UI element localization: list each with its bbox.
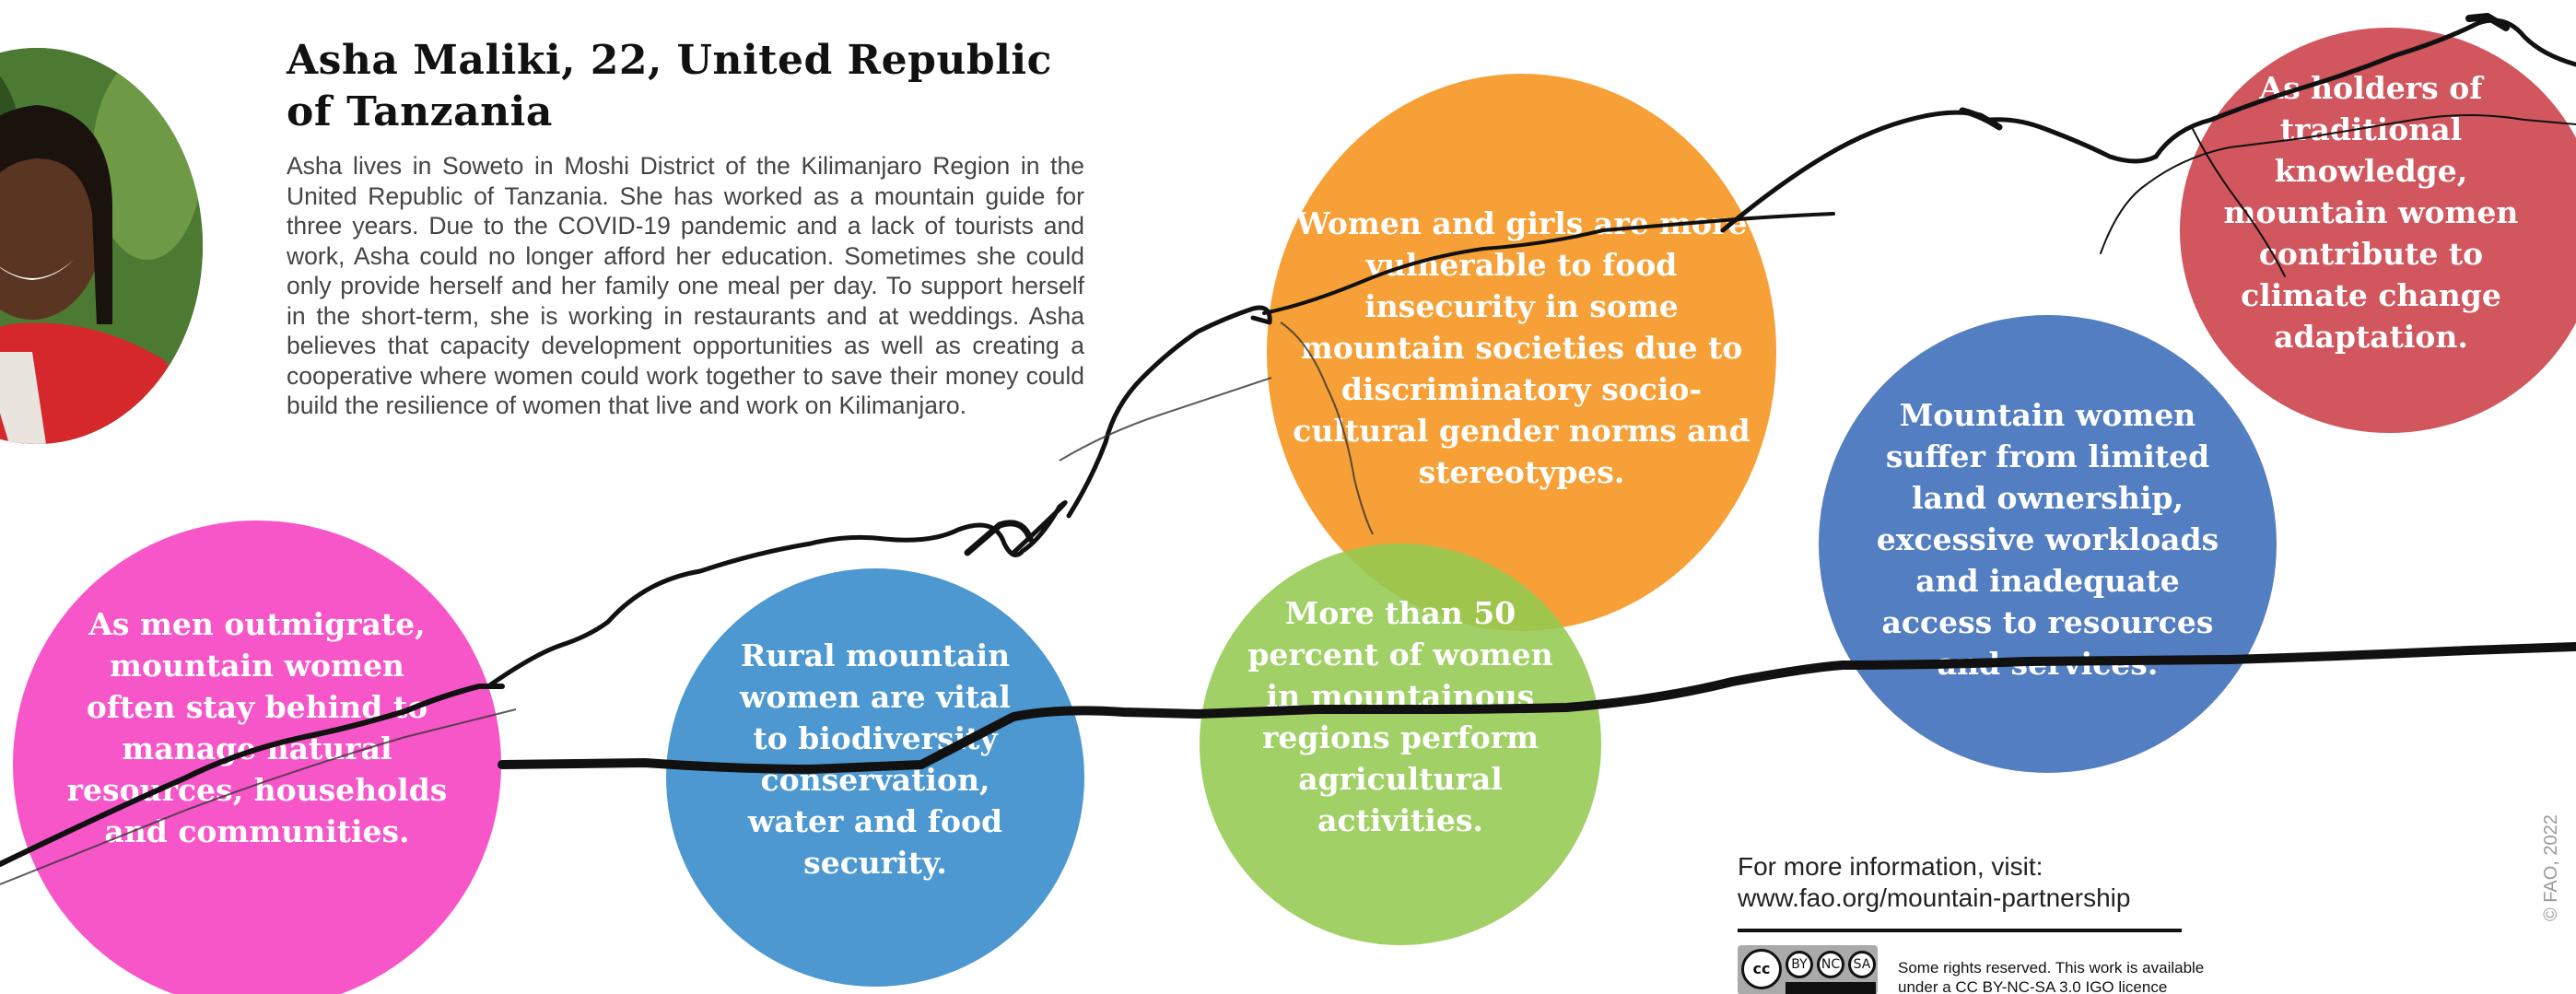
more-info-url[interactable]: www.fao.org/mountain-partnership bbox=[1738, 883, 2131, 912]
portrait-photo bbox=[0, 48, 203, 444]
creative-commons-badge: cc BY NC SA bbox=[1738, 945, 1878, 994]
sa-icon: SA bbox=[1848, 951, 1876, 978]
fact-circle-agriculture: More than 50 percent of women in mountai… bbox=[1200, 544, 1601, 945]
fact-circle-traditional-knowledge: As holders of traditional knowledge, mou… bbox=[2180, 28, 2576, 433]
fact-text: As men outmigrate, mountain women often … bbox=[66, 606, 448, 849]
by-icon: BY bbox=[1786, 951, 1813, 978]
fact-circle-land-ownership: Mountain women suffer from limited land … bbox=[1819, 315, 2277, 773]
fact-text: Women and girls are more vulnerable to f… bbox=[1293, 205, 1751, 490]
fact-text: Rural mountain women are vital to biodiv… bbox=[740, 637, 1011, 881]
fact-circle-food-insecurity: Women and girls are more vulnerable to f… bbox=[1267, 74, 1776, 631]
fact-text: Mountain women suffer from limited land … bbox=[1876, 397, 2219, 682]
fact-text: More than 50 percent of women in mountai… bbox=[1247, 595, 1553, 838]
license-text: Some rights reserved. This work is avail… bbox=[1898, 959, 2205, 994]
fact-text: As holders of traditional knowledge, mou… bbox=[2223, 69, 2519, 355]
more-info-block: For more information, visit: www.fao.org… bbox=[1738, 851, 2217, 932]
divider bbox=[1738, 929, 2182, 932]
profile-bio: Asha lives in Soweto in Moshi District o… bbox=[287, 152, 1084, 419]
profile-title: Asha Maliki, 22, United Republic of Tanz… bbox=[287, 37, 1052, 135]
cc-icon: cc bbox=[1741, 949, 1782, 989]
cc-label-bar bbox=[1786, 982, 1876, 994]
copyright: © FAO, 2022 bbox=[2541, 814, 2561, 921]
nc-icon: NC bbox=[1817, 951, 1844, 978]
fact-circle-biodiversity: Rural mountain women are vital to biodiv… bbox=[666, 568, 1084, 987]
fact-circle-outmigration: As men outmigrate, mountain women often … bbox=[13, 520, 501, 994]
more-info-label: For more information, visit: bbox=[1738, 852, 2043, 881]
